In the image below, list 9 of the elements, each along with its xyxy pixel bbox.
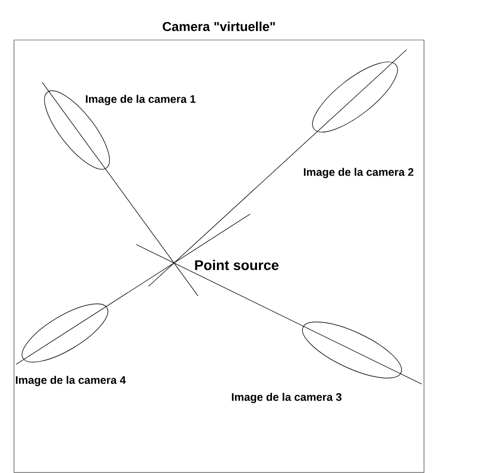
line: [16, 214, 250, 365]
node-label: Image de la camera 3: [232, 392, 342, 404]
node-label: Camera "virtuelle": [162, 22, 275, 32]
node-label: Image de la camera 4: [16, 376, 126, 386]
line: [136, 244, 422, 384]
node-label: Image de la camera 1: [86, 94, 196, 106]
node-label: Point source: [195, 260, 278, 270]
node-label: Image de la camera 2: [304, 168, 414, 178]
line: [42, 82, 198, 296]
